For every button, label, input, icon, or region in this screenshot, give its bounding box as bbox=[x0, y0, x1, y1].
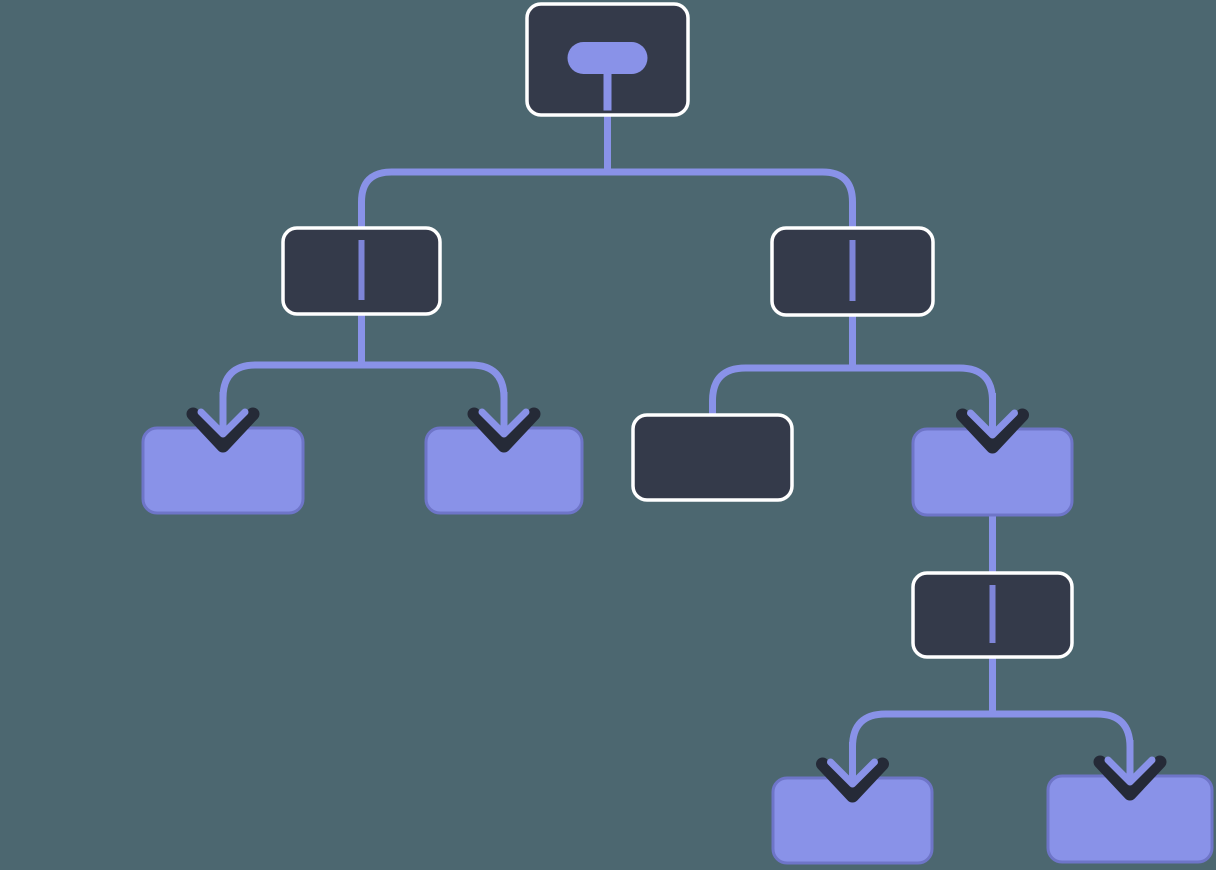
arrows-layer bbox=[186, 392, 1167, 803]
down-arrow-icon-leaf-e-node bbox=[1093, 740, 1167, 801]
down-arrow-icon-leaf-a-node bbox=[186, 392, 260, 453]
arrow-dark-chevron bbox=[467, 407, 541, 453]
down-arrow-icon-leaf-b-node bbox=[467, 392, 541, 453]
arrow-purple-chevron bbox=[967, 409, 1018, 439]
nodes-layer bbox=[141, 2, 1214, 865]
down-arrow-icon-leaf-c-node bbox=[956, 393, 1029, 454]
arrow-purple-chevron bbox=[1104, 756, 1156, 786]
root-pill-stem bbox=[603, 70, 612, 111]
arrow-purple-chevron bbox=[478, 408, 530, 438]
arrow-purple-chevron bbox=[827, 758, 878, 788]
root-pill-icon bbox=[567, 42, 648, 74]
down-arrow-icon-leaf-d-node bbox=[816, 742, 889, 803]
arrow-dark-chevron bbox=[816, 757, 889, 803]
arrow-dark-chevron bbox=[186, 407, 260, 453]
glyphs-layer bbox=[358, 42, 996, 643]
dark-leaf-node[interactable] bbox=[631, 413, 794, 502]
arrow-dark-chevron bbox=[1093, 755, 1167, 801]
edges-layer bbox=[219, 106, 1134, 784]
arrow-purple-chevron bbox=[197, 408, 249, 438]
arrow-dark-chevron bbox=[956, 408, 1029, 454]
